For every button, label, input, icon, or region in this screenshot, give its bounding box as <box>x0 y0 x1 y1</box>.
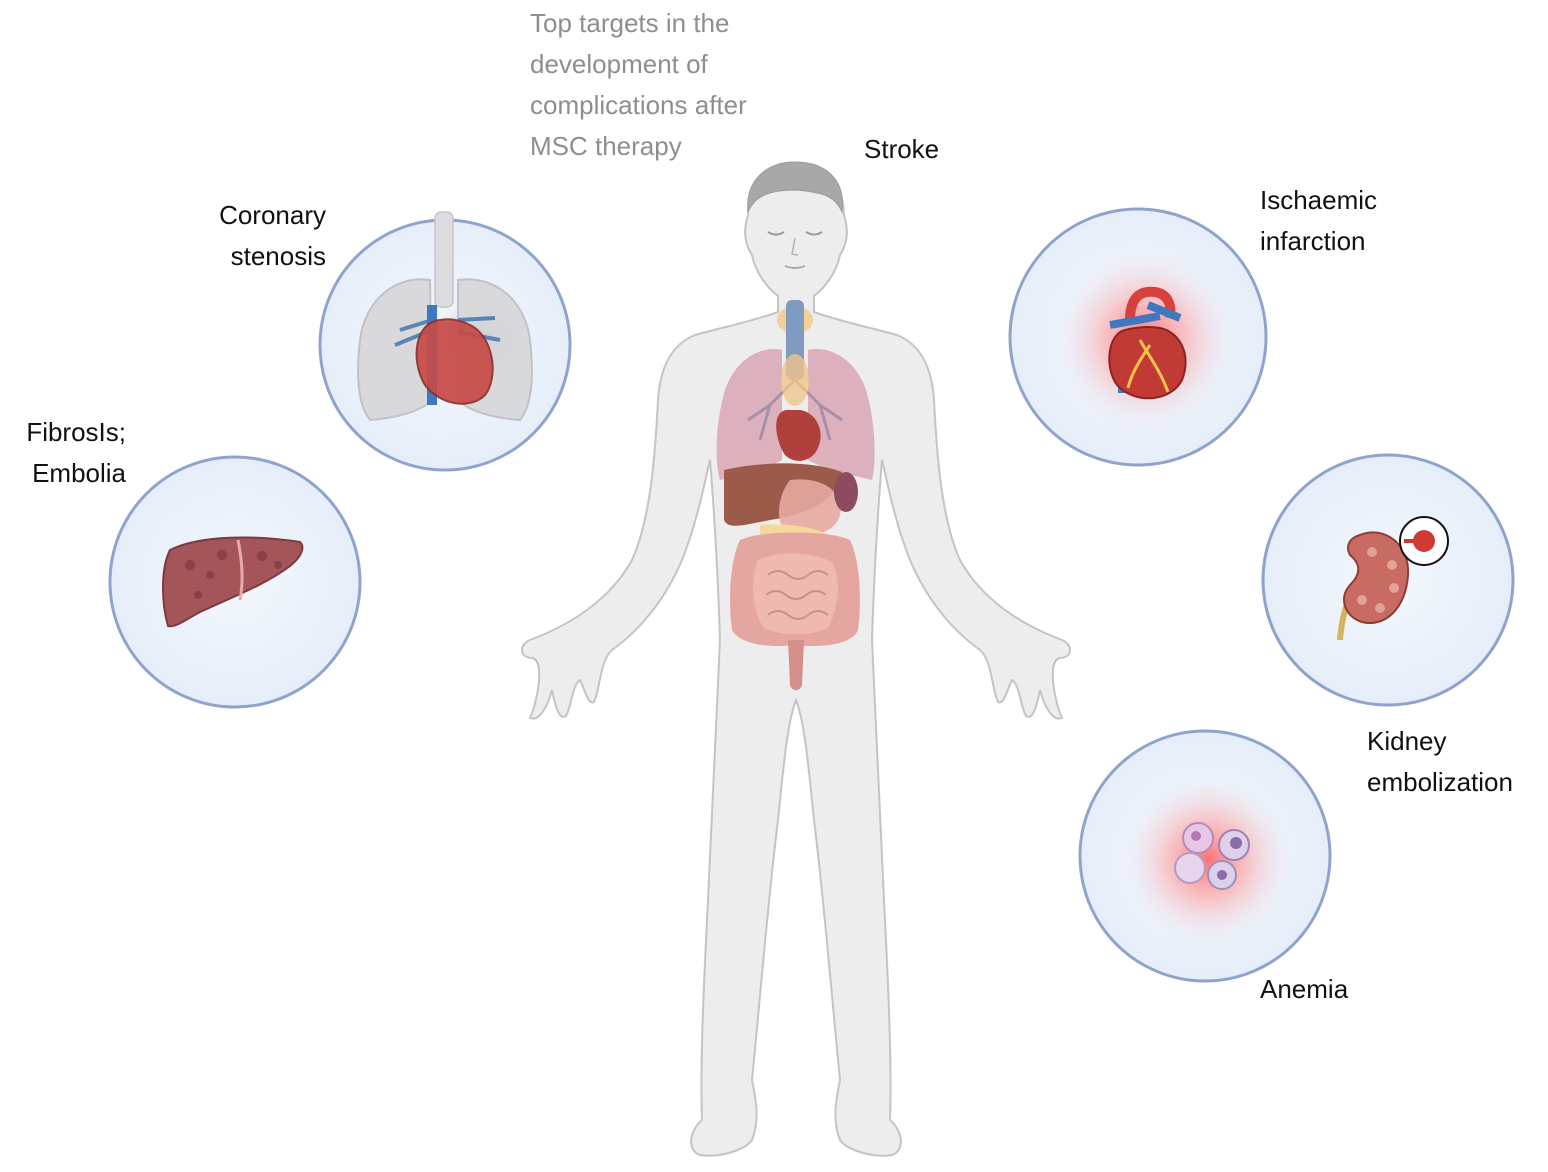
closed-eye-right <box>805 231 823 236</box>
heart-icon <box>415 318 494 405</box>
pulmonary-artery-icon <box>1109 301 1182 329</box>
label-line: Stroke <box>864 134 940 164</box>
stomach <box>778 479 841 535</box>
mouth <box>784 265 806 269</box>
spleen <box>834 472 858 512</box>
liver-icon <box>162 536 304 628</box>
heart <box>776 409 821 461</box>
coronary-stenosis-circle <box>318 211 572 472</box>
nose <box>791 237 799 256</box>
bronchi <box>747 378 843 441</box>
title-line: complications after <box>530 90 747 120</box>
blood-cells-icon <box>1174 822 1250 890</box>
label-stroke: Stroke <box>864 129 939 170</box>
title-line: development of <box>530 49 708 79</box>
pulmonary-vessels-icon <box>394 316 501 347</box>
thymus <box>781 354 809 406</box>
small-intestine <box>753 553 838 634</box>
anemia-circle <box>1078 729 1332 983</box>
renal-pyramids-icon <box>1357 547 1399 613</box>
heart-icon <box>1108 325 1187 400</box>
human-body <box>521 161 1071 1157</box>
rectum <box>788 640 804 691</box>
kidney-embolization-circle <box>1261 453 1515 707</box>
label-ischaemic-infarction: Ischaemic infarction <box>1260 180 1377 262</box>
label-line: embolization <box>1367 767 1513 797</box>
label-line: stenosis <box>230 241 326 271</box>
hair <box>747 161 843 214</box>
ischaemic-infarction-circle <box>1008 207 1268 467</box>
embolus-icon <box>1413 530 1435 552</box>
liver-ligament-icon <box>236 539 244 601</box>
label-line: FibrosIs; <box>26 417 126 447</box>
title-line: MSC therapy <box>530 131 682 161</box>
aorta-arch-icon <box>1125 286 1176 321</box>
fibrosis-embolia-circle <box>108 455 362 709</box>
left-lung <box>716 349 782 480</box>
label-coronary-stenosis: Coronary stenosis <box>219 195 326 277</box>
right-lung <box>808 349 875 480</box>
intestine-coils <box>765 570 829 620</box>
label-line: Ischaemic <box>1260 185 1378 215</box>
figure-title: Top targets in the development of compli… <box>530 3 747 167</box>
label-anemia: Anemia <box>1260 969 1348 1010</box>
label-line: Anemia <box>1260 974 1349 1004</box>
label-line: Embolia <box>32 458 126 488</box>
closed-eye-left <box>767 231 785 236</box>
coronary-vessels-icon <box>1126 339 1170 393</box>
label-line: Kidney <box>1367 726 1447 756</box>
trachea-icon <box>434 211 454 308</box>
inflammation-glow <box>1118 770 1298 950</box>
label-fibrosis-embolia: FibrosIs; Embolia <box>26 412 126 494</box>
label-line: Coronary <box>219 200 326 230</box>
liver-fibrosis-spots <box>185 550 282 599</box>
title-line: Top targets in the <box>530 8 730 38</box>
label-kidney-embolization: Kidney embolization <box>1367 721 1513 803</box>
label-line: infarction <box>1260 226 1366 256</box>
